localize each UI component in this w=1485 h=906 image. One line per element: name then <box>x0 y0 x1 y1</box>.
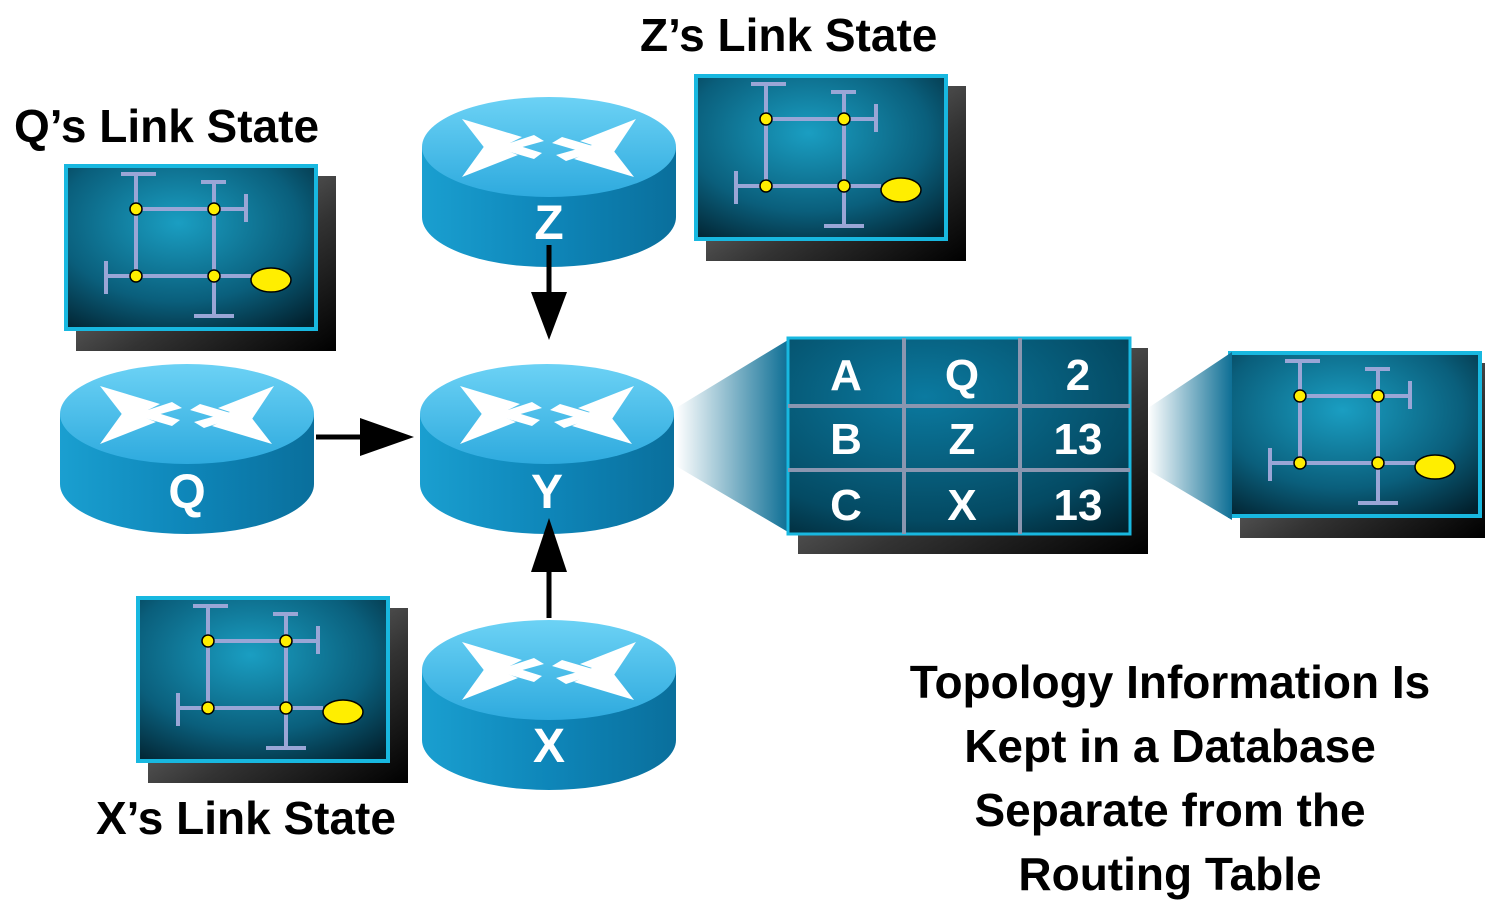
router-y-label: Y <box>531 466 563 519</box>
caption-line-1: Topology Information Is <box>909 656 1431 708</box>
router-x-label: X <box>533 720 565 773</box>
caption-line-2: Kept in a Database <box>964 720 1376 772</box>
router-z-label: Z <box>534 197 563 250</box>
x-link-state-panel <box>136 596 408 783</box>
x-link-state-label: X’s Link State <box>96 792 396 844</box>
arrow-q-to-y <box>316 418 414 456</box>
z-link-state-label: Z’s Link State <box>640 9 938 61</box>
topology-caption: Topology Information Is Kept in a Databa… <box>860 650 1480 906</box>
caption-line-3: Separate from the <box>974 784 1366 836</box>
table-cell-cost: 13 <box>1054 481 1103 530</box>
table-cell-cost: 13 <box>1054 415 1103 464</box>
router-q[interactable]: Q <box>60 364 314 534</box>
table-cell-next-hop: X <box>947 481 976 530</box>
router-y[interactable]: Y <box>420 364 674 534</box>
router-q-label: Q <box>168 466 205 519</box>
table-cell-destination: B <box>830 415 862 464</box>
table-cell-cost: 2 <box>1066 351 1090 400</box>
arrow-z-to-y <box>531 245 567 340</box>
zoom-wedge-table-to-database <box>1148 352 1232 520</box>
z-link-state-panel <box>694 74 966 261</box>
y-topology-database-panel <box>1228 351 1485 538</box>
arrow-x-to-y <box>531 518 567 618</box>
q-link-state-label: Q’s Link State <box>14 100 320 152</box>
q-link-state-panel <box>64 164 336 351</box>
router-z[interactable]: Z <box>422 97 676 267</box>
table-cell-next-hop: Q <box>945 351 979 400</box>
caption-line-4: Routing Table <box>1018 848 1322 900</box>
table-cell-next-hop: Z <box>949 415 976 464</box>
table-cell-destination: A <box>830 351 862 400</box>
zoom-wedge-router-to-table <box>676 340 788 532</box>
table-cell-destination: C <box>830 481 862 530</box>
router-x[interactable]: X <box>422 620 676 790</box>
